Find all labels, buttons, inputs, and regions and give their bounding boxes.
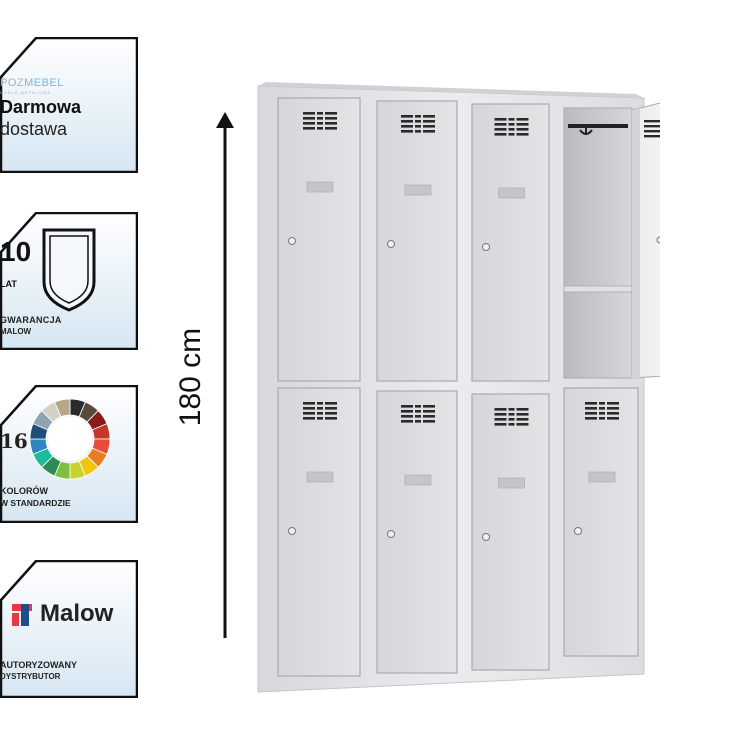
dealer-line1: AUTORYZOWANY <box>0 660 78 670</box>
locker-door <box>471 103 550 382</box>
color-wheel-icon <box>29 398 111 480</box>
warranty-line1: GWARANCJA <box>0 315 62 325</box>
dealer-line2: DYSTRYBUTOR <box>0 672 61 681</box>
open-locker-door <box>631 102 660 379</box>
open-locker-compartment <box>563 107 633 379</box>
locker-door <box>471 393 550 671</box>
pozmebel-tagline: MEBLE METALOWE <box>0 90 52 95</box>
lock-icon <box>387 530 395 538</box>
lock-icon <box>288 237 296 245</box>
colors-line1: KOLORÓW <box>0 486 48 496</box>
label-holder <box>306 471 334 483</box>
lock-icon <box>656 236 660 244</box>
label-holder <box>498 187 525 199</box>
warranty-line2: MALOW <box>0 327 32 336</box>
color-swatch <box>54 398 71 418</box>
label-holder <box>404 474 432 486</box>
vent-icon <box>644 120 660 138</box>
badge-frame <box>0 212 138 350</box>
shipping-line2: dostawa <box>0 119 68 139</box>
badge-frame <box>0 560 138 698</box>
shelf <box>563 285 633 293</box>
hanger-rail <box>568 124 628 128</box>
vent-icon <box>401 115 435 133</box>
height-arrow-icon <box>216 112 234 638</box>
vent-icon <box>585 402 619 420</box>
lock-icon <box>482 533 490 541</box>
vent-icon <box>303 402 337 420</box>
malow-brand: Malow <box>40 600 114 627</box>
warranty-badge: 10 LAT GWARANCJA MALOW <box>0 212 138 350</box>
warranty-years: 10 <box>0 236 32 267</box>
vent-icon <box>494 118 529 136</box>
locker-cabinet <box>257 82 660 693</box>
colors-badge: 16 KOLORÓW W STANDARDZIE <box>0 385 138 523</box>
badge-frame <box>0 385 138 523</box>
free-shipping-badge: POZMEBEL MEBLE METALOWE Darmowa dostawa <box>0 37 138 173</box>
colors-count: 16 <box>0 429 28 453</box>
badge-frame <box>0 37 138 173</box>
shipping-line1: Darmowa <box>0 97 82 117</box>
vent-icon <box>494 408 529 426</box>
dealer-badge: Malow AUTORYZOWANY DYSTRYBUTOR <box>0 560 138 698</box>
vent-icon <box>303 112 337 130</box>
warranty-unit: LAT <box>0 279 17 289</box>
height-label: 180 cm <box>174 327 207 427</box>
malow-logo-icon <box>12 604 32 626</box>
hook-icon <box>579 126 593 135</box>
vent-icon <box>401 405 435 423</box>
lock-icon <box>574 527 582 535</box>
label-holder <box>498 477 525 489</box>
pozmebel-logo: POZMEBEL <box>0 77 64 89</box>
lock-icon <box>288 527 296 535</box>
label-holder <box>404 184 432 196</box>
lock-icon <box>387 240 395 248</box>
label-holder <box>588 471 616 483</box>
label-holder <box>306 181 334 193</box>
colors-line2: W STANDARDZIE <box>0 498 71 508</box>
locker-door <box>563 387 639 657</box>
shield-icon <box>42 228 96 312</box>
lock-icon <box>482 243 490 251</box>
